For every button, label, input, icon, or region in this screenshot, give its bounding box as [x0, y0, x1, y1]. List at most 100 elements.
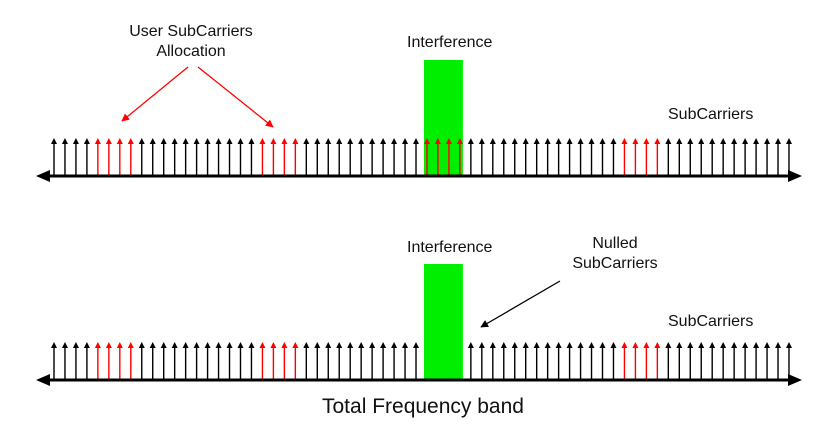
user-subcarrier-arrowhead	[105, 342, 112, 348]
subcarrier-arrowhead	[182, 138, 189, 144]
subcarrier-arrowhead	[610, 342, 617, 348]
subcarrier-arrowhead	[138, 342, 145, 348]
user-subcarrier-arrowhead	[127, 138, 134, 144]
subcarrier-arrowhead	[215, 342, 222, 348]
axis-label: Total Frequency band	[322, 395, 524, 418]
subcarrier-arrowhead	[588, 138, 595, 144]
user-allocation-label-line1: User SubCarriers	[129, 23, 253, 40]
user-allocation-label: User SubCarriers Allocation	[96, 22, 286, 62]
subcarrier-arrowhead	[336, 342, 343, 348]
user-subcarrier-arrowhead	[259, 342, 266, 348]
subcarrier-arrowhead	[325, 138, 332, 144]
subcarrier-arrowhead	[753, 342, 760, 348]
subcarrier-arrowhead	[72, 342, 79, 348]
subcarrier-arrowhead	[785, 138, 792, 144]
subcarrier-arrowhead	[577, 138, 584, 144]
user-subcarrier-arrowhead	[632, 342, 639, 348]
subcarrier-arrowhead	[226, 342, 233, 348]
subcarrier-arrowhead	[204, 342, 211, 348]
user-subcarrier-arrowhead	[434, 138, 441, 144]
subcarrier-arrowhead	[171, 342, 178, 348]
subcarrier-arrowhead	[489, 342, 496, 348]
subcarrier-arrowhead	[511, 138, 518, 144]
user-subcarrier-arrowhead	[281, 138, 288, 144]
subcarrier-arrowhead	[160, 342, 167, 348]
nulled-subcarriers-callout-arrow	[480, 280, 561, 328]
user-subcarrier-arrowhead	[456, 138, 463, 144]
subcarrier-arrowhead	[588, 342, 595, 348]
subcarrier-arrowhead	[149, 138, 156, 144]
subcarrier-arrowhead	[566, 342, 573, 348]
subcarrier-arrowhead	[599, 342, 606, 348]
subcarrier-arrowhead	[522, 342, 529, 348]
user-subcarrier-arrowhead	[116, 138, 123, 144]
user-subcarrier-arrowhead	[105, 138, 112, 144]
subcarrier-arrowhead	[698, 138, 705, 144]
subcarrier-arrowhead	[742, 342, 749, 348]
subcarrier-arrowhead	[51, 138, 57, 144]
user-subcarrier-arrowhead	[259, 138, 266, 144]
user-subcarrier-arrowhead	[270, 342, 277, 348]
subcarrier-arrowhead	[237, 342, 244, 348]
subcarrier-arrowhead	[182, 342, 189, 348]
subcarrier-arrowhead	[478, 138, 485, 144]
subcarrier-arrowhead	[336, 138, 343, 144]
user-subcarrier-arrowhead	[423, 138, 430, 144]
subcarrier-arrowhead	[391, 342, 398, 348]
user-subcarrier-arrowhead	[621, 138, 628, 144]
subcarrier-arrowhead	[467, 342, 474, 348]
user-allocation-label-line2: Allocation	[156, 43, 226, 60]
subcarrier-arrowhead	[72, 138, 79, 144]
subcarrier-arrowhead	[402, 138, 409, 144]
subcarrier-arrowhead	[676, 138, 683, 144]
subcarrier-arrowhead	[720, 342, 727, 348]
subcarrier-arrowhead	[347, 342, 354, 348]
subcarrier-arrowhead	[248, 138, 255, 144]
subcarrier-arrowhead	[709, 342, 716, 348]
interference-label-bottom: Interference	[407, 239, 493, 256]
subcarrier-arrowhead	[171, 138, 178, 144]
subcarrier-arrowhead	[314, 138, 321, 144]
subcarrier-arrowhead	[380, 342, 387, 348]
subcarrier-arrowhead	[83, 342, 90, 348]
subcarrier-arrowhead	[500, 342, 507, 348]
user-subcarrier-arrowhead	[116, 342, 123, 348]
subcarrier-arrowhead	[369, 138, 376, 144]
user-subcarrier-arrowhead	[292, 342, 299, 348]
subcarrier-arrowhead	[709, 138, 716, 144]
subcarrier-arrowhead	[742, 138, 749, 144]
subcarriers-label-bottom: SubCarriers	[668, 313, 754, 330]
subcarrier-arrowhead	[51, 342, 57, 348]
user-subcarrier-arrowhead	[643, 342, 650, 348]
subcarrier-arrowhead	[577, 342, 584, 348]
subcarrier-arrowhead	[610, 138, 617, 144]
subcarrier-arrowhead	[160, 138, 167, 144]
user-subcarrier-arrowhead	[127, 342, 134, 348]
user-subcarrier-arrowhead	[292, 138, 299, 144]
subcarrier-arrowhead	[665, 138, 672, 144]
subcarrier-arrowhead	[764, 342, 771, 348]
subcarrier-arrowhead	[489, 138, 496, 144]
subcarrier-arrowhead	[731, 342, 738, 348]
subcarrier-arrowhead	[500, 138, 507, 144]
subcarrier-arrowhead	[544, 342, 551, 348]
subcarrier-arrowhead	[413, 138, 420, 144]
user-subcarrier-arrowhead	[445, 138, 452, 144]
user-subcarrier-arrowhead	[654, 342, 661, 348]
subcarrier-arrowhead	[511, 342, 518, 348]
subcarrier-arrowhead	[687, 342, 694, 348]
subcarrier-arrowhead	[555, 342, 562, 348]
axis-left-arrowhead	[36, 170, 50, 182]
user-subcarrier-arrowhead	[654, 138, 661, 144]
subcarrier-arrowhead	[380, 138, 387, 144]
subcarrier-arrowhead	[665, 342, 672, 348]
subcarrier-arrowhead	[61, 138, 68, 144]
nulled-subcarriers-label: Nulled SubCarriers	[556, 234, 674, 274]
subcarrier-arrowhead	[785, 342, 792, 348]
top-band	[36, 60, 802, 182]
user-subcarrier-arrowhead	[270, 138, 277, 144]
subcarrier-arrowhead	[413, 342, 420, 348]
subcarrier-arrowhead	[555, 138, 562, 144]
subcarrier-arrowhead	[775, 138, 782, 144]
callouts	[121, 66, 561, 328]
